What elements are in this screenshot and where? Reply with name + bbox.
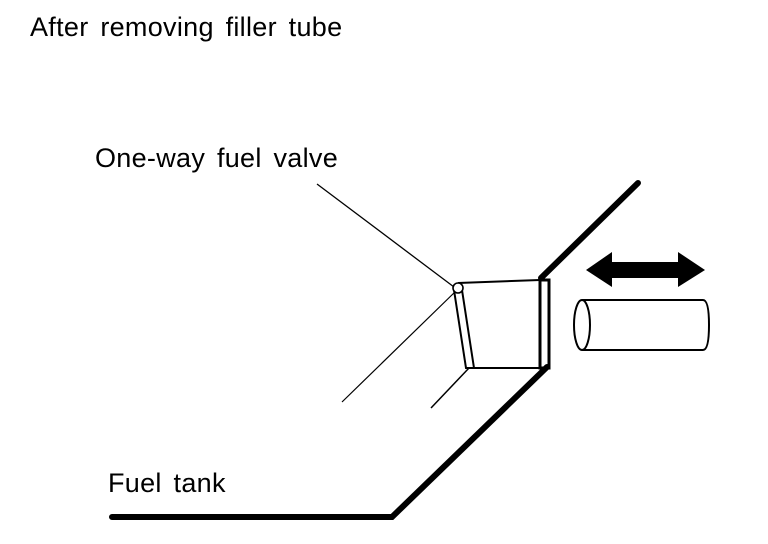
valve-leader-line [316,183,455,288]
fuel-tank-wall [109,180,641,520]
tank-opening-flange [538,278,551,370]
movement-arrow-icon [586,252,705,287]
filler-neck-pipe [341,279,541,409]
diagram-title: After removing filler tube [30,12,343,42]
one-way-fuel-valve-label: One-way fuel valve [95,143,339,173]
one-way-fuel-valve [452,282,476,369]
filler-tube [573,299,711,351]
fuel-tank-label: Fuel tank [108,468,226,498]
